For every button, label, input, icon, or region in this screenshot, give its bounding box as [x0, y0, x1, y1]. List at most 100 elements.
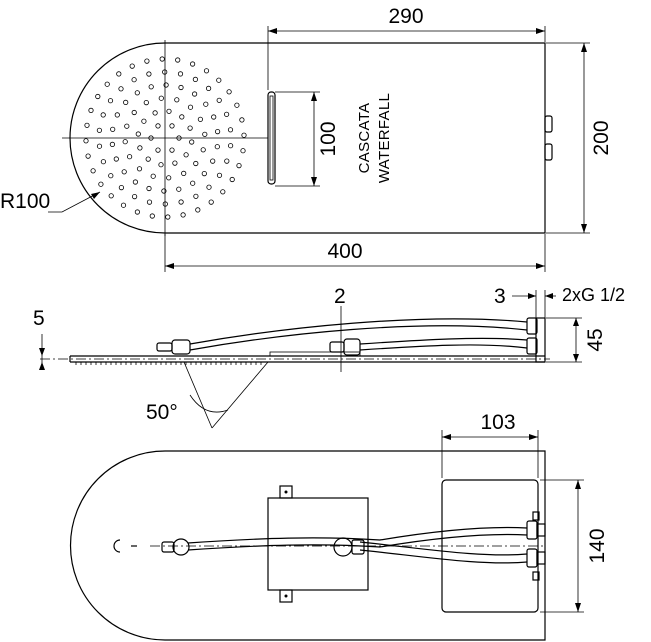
dim-thickness: 5 [33, 307, 45, 330]
nozzle [192, 76, 198, 83]
mounting-box-left [267, 497, 369, 591]
label-waterfall: WATERFALL [376, 93, 393, 183]
dim-arrow [39, 348, 45, 356]
nozzle [176, 186, 182, 192]
nozzle [150, 173, 156, 179]
nozzle [122, 139, 128, 145]
tab-hole [284, 594, 288, 598]
nozzle [155, 123, 161, 129]
waterfall-outlet-inner [269, 95, 274, 181]
dim-connection: 2xG 1/2 [562, 285, 625, 305]
nozzle [206, 184, 212, 190]
connector-1 [544, 115, 553, 133]
hose-lower-2 [359, 344, 528, 351]
top-view: 100 CASCATA WATERFALL 290 200 400 R100 [0, 5, 613, 272]
nozzle [187, 104, 194, 110]
nozzle [210, 158, 216, 164]
nozzle [121, 169, 127, 175]
dim-arrow [268, 28, 277, 34]
nozzle [100, 112, 106, 118]
dim-arrow [536, 263, 545, 269]
nozzle [228, 143, 234, 149]
mounting-tab-bottom [279, 589, 293, 603]
nozzle [85, 153, 91, 159]
nozzle [181, 170, 187, 176]
dim-arrow [575, 603, 581, 612]
nozzle [109, 141, 116, 147]
nozzle [240, 148, 246, 154]
nozzle [166, 175, 172, 181]
nozzle [145, 156, 151, 162]
nozzle [216, 77, 222, 83]
wall-connector-top [526, 317, 538, 335]
hose-upper-1 [189, 318, 528, 345]
nozzle [192, 91, 198, 97]
nozzle [100, 159, 107, 165]
hose-lower-1 [359, 337, 528, 345]
nozzle [96, 127, 103, 133]
fitting-left [171, 339, 191, 355]
dim-radius: R100 [0, 190, 50, 213]
nozzle [152, 110, 158, 116]
nozzle [200, 147, 206, 153]
dim-arrow [575, 480, 581, 489]
dim-box-width: 103 [480, 411, 515, 434]
nozzle [120, 202, 127, 208]
nozzle [211, 114, 217, 120]
nozzle [190, 180, 196, 186]
hose-bottom-2 [187, 533, 528, 551]
nozzle [166, 108, 172, 114]
rotation-symbol [113, 539, 121, 553]
nozzle [135, 131, 141, 137]
fitting-mid [343, 338, 361, 356]
outlet-hex-1 [536, 523, 546, 537]
outlet-hex-2 [536, 551, 546, 565]
hose-bottom-4 [359, 549, 528, 564]
nozzle [179, 114, 185, 120]
outlet-connector-1 [526, 520, 538, 540]
fitting-left-nut [156, 342, 173, 352]
fitting-bottom-mid [333, 537, 353, 557]
nozzle [202, 131, 208, 137]
outlet-connector-2 [526, 548, 538, 568]
waterfall-module-side [269, 351, 361, 357]
nozzle [83, 138, 89, 144]
dim-offset: 3 [494, 285, 506, 308]
plate-end-wall [535, 317, 546, 363]
shower-head-outline-bottom [69, 450, 546, 641]
wall-connector-bottom [526, 337, 538, 355]
nozzle [155, 147, 161, 153]
nozzle [141, 118, 147, 124]
hose-bottom-3 [359, 541, 528, 556]
nozzle [208, 199, 214, 205]
dim-arrow [529, 434, 538, 440]
dim-arrow [311, 92, 317, 101]
nozzle [178, 84, 184, 91]
nozzle [143, 100, 149, 106]
dim-length-bottom: 400 [327, 240, 362, 263]
nozzle [216, 172, 223, 178]
nozzle [224, 158, 230, 164]
nozzle [149, 213, 155, 219]
dim-height-right: 200 [590, 120, 613, 155]
nozzle [215, 129, 221, 135]
nozzle [177, 71, 184, 77]
nozzle [131, 77, 137, 83]
nozzle [108, 193, 114, 199]
dim-waterfall-height: 100 [317, 121, 340, 156]
nozzle [146, 199, 153, 205]
nozzle [239, 117, 245, 123]
dim-angle: 50° [146, 401, 178, 424]
mounting-tab-top [279, 485, 293, 499]
nozzle [114, 112, 120, 118]
nozzle [129, 63, 135, 69]
nozzle [124, 123, 130, 129]
nozzle [203, 68, 210, 74]
dim-arrow [573, 354, 579, 362]
nozzle [146, 71, 152, 77]
nozzle [96, 143, 103, 149]
nozzle [148, 84, 154, 90]
nozzle [236, 163, 242, 169]
nozzle [95, 93, 101, 100]
